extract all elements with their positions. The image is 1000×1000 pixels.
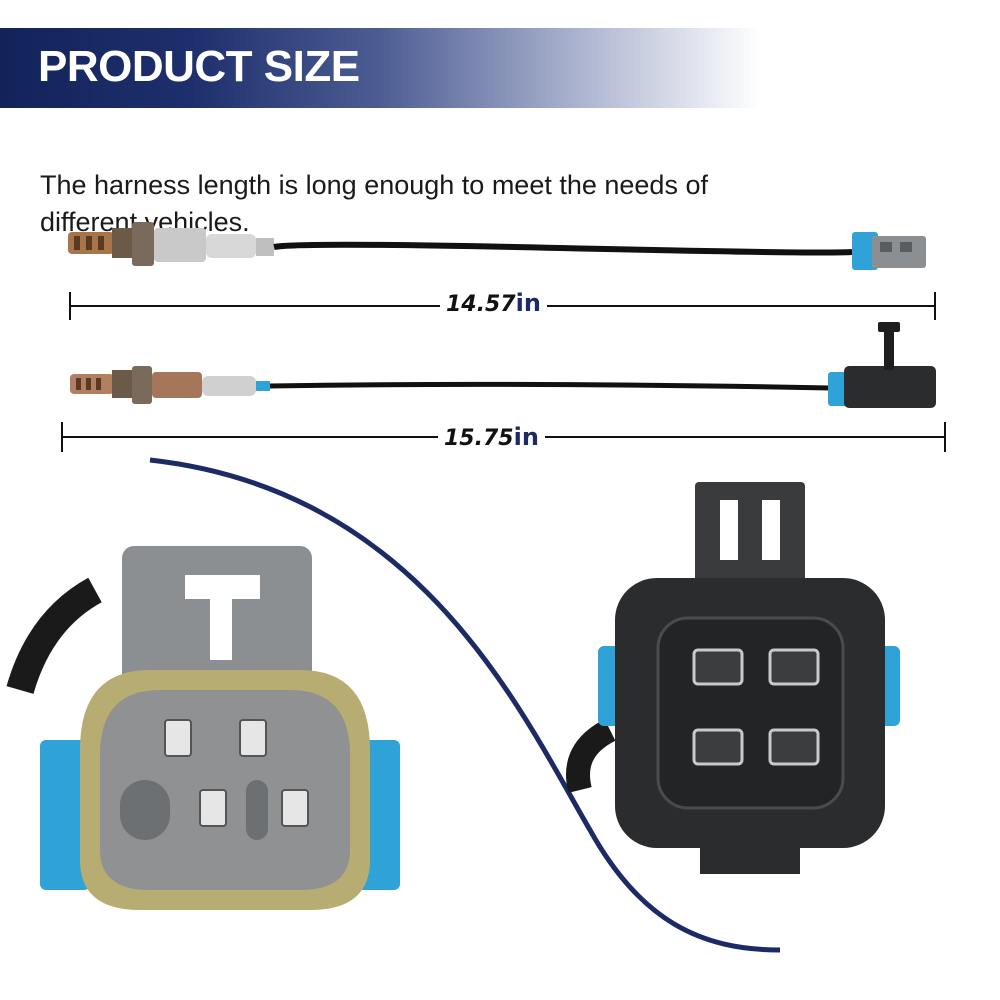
harness-length-value-2: 15.75 xyxy=(444,426,514,451)
harness-description: The harness length is long enough to mee… xyxy=(40,170,708,237)
harness-length-label-2: 15.75in xyxy=(438,423,545,451)
black-connector-closeup xyxy=(566,482,900,874)
connector-closeups xyxy=(6,457,900,953)
divider-arc xyxy=(149,457,781,953)
harness-length-unit-1: in xyxy=(515,289,541,317)
harness-length-value-1: 14.57 xyxy=(446,292,516,317)
harness-length-unit-2: in xyxy=(513,423,539,451)
gray-connector-closeup xyxy=(6,546,400,910)
header-banner xyxy=(0,28,760,108)
harness-length-label-1: 14.57in xyxy=(440,289,547,317)
oxygen-sensor-2 xyxy=(70,322,936,408)
page-title: PRODUCT SIZE xyxy=(38,42,360,91)
